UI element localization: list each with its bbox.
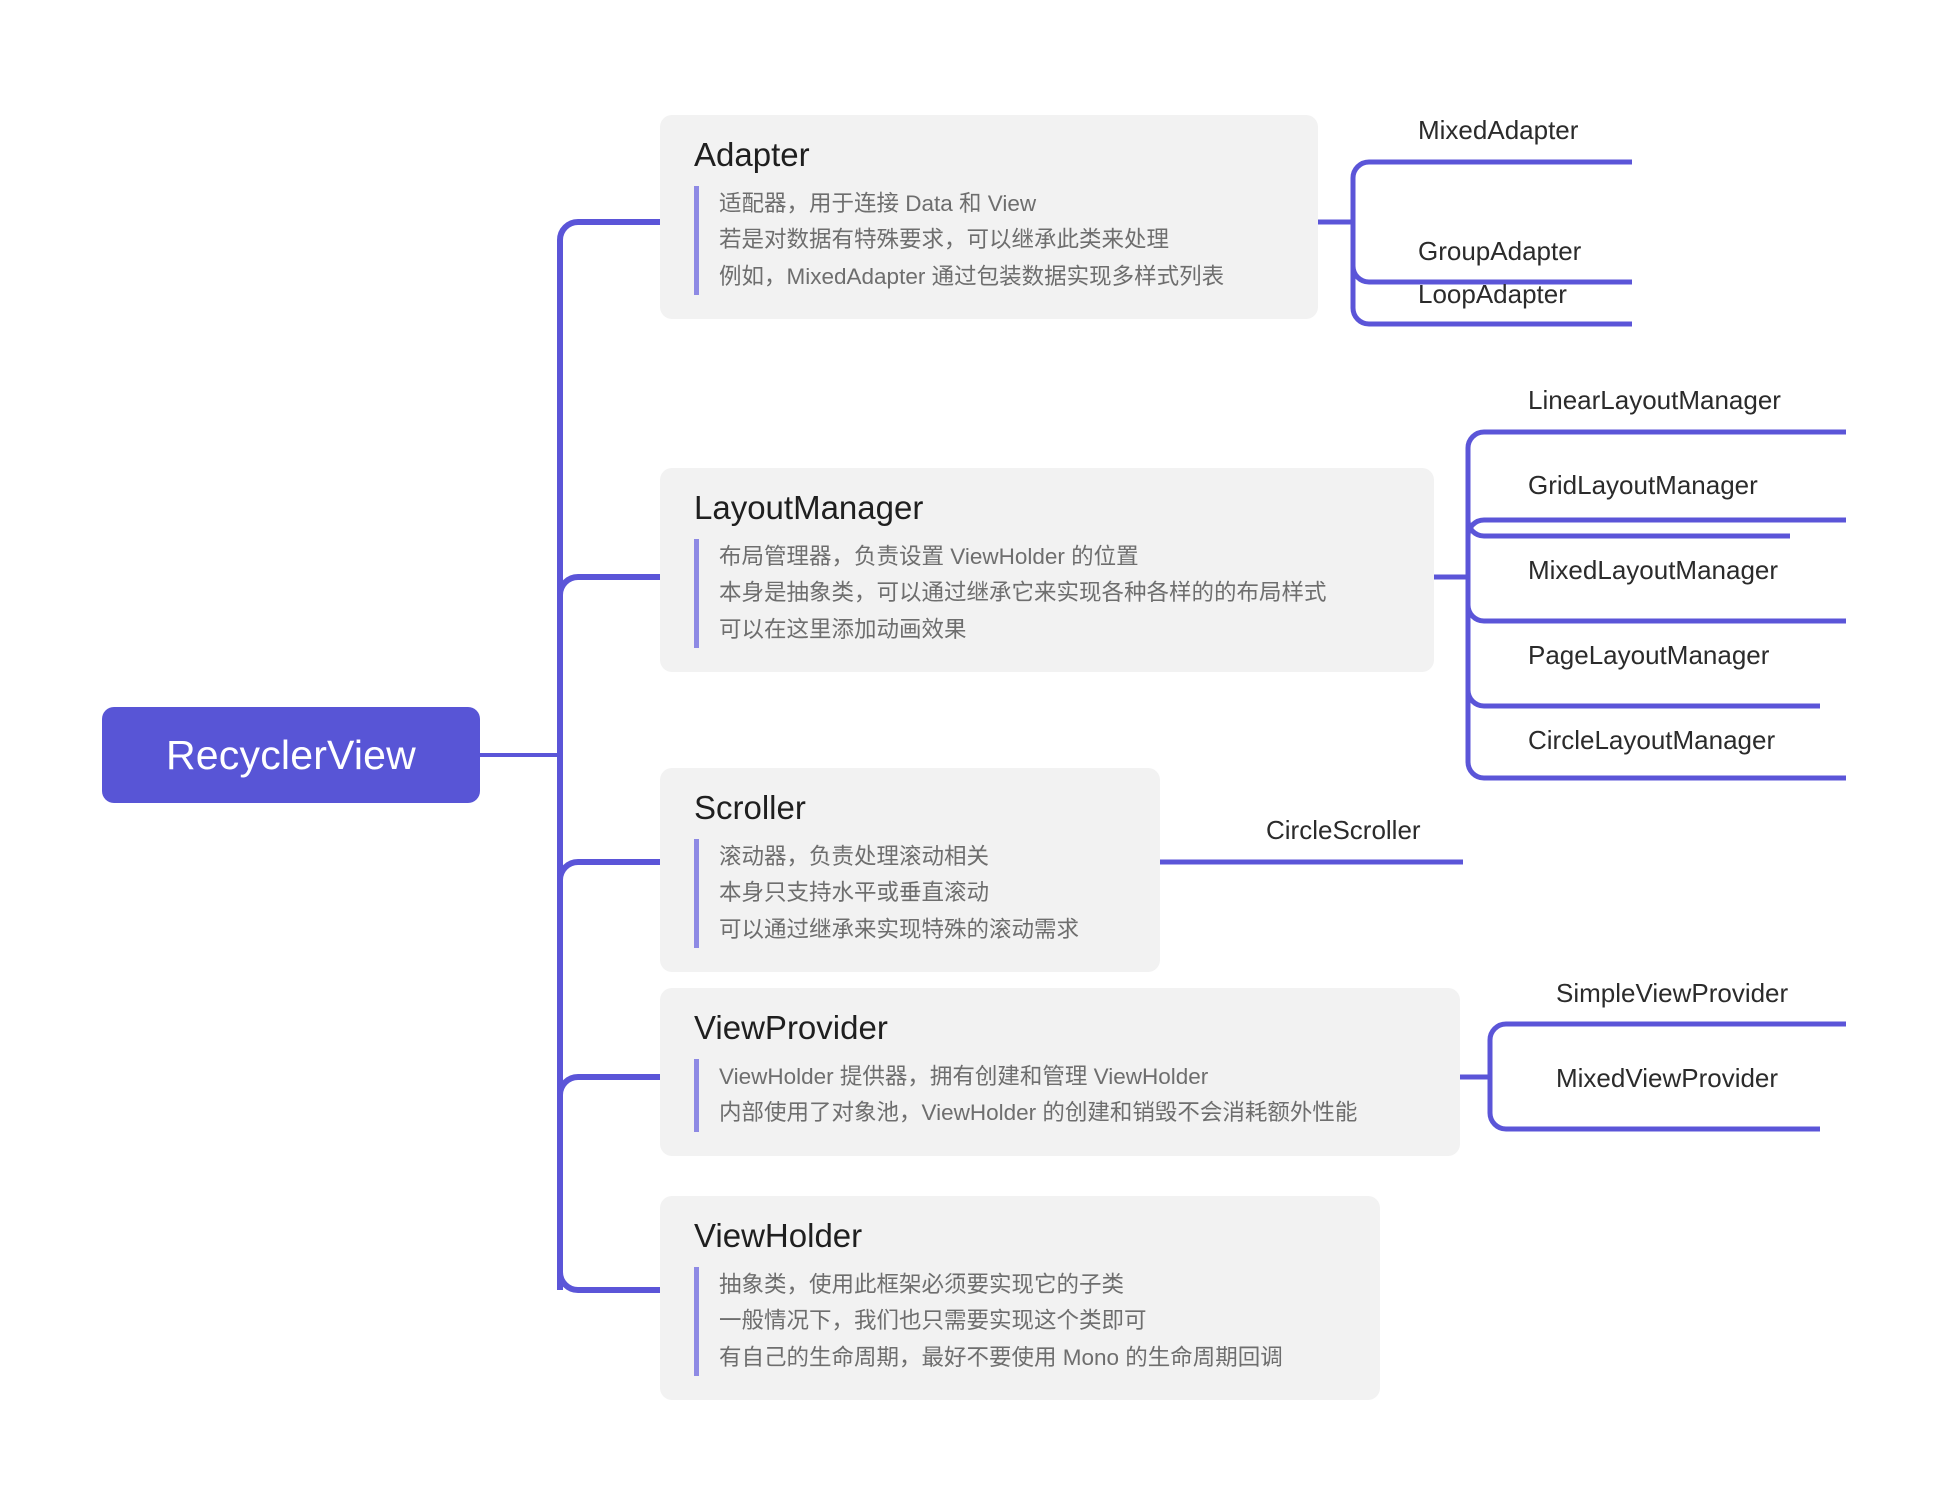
description-line: 本身只支持水平或垂直滚动 (719, 880, 990, 906)
connector-adapter-child-1 (1350, 159, 1632, 179)
leaf-node-groupadapter[interactable]: GroupAdapter (1418, 236, 1582, 266)
description-line: 抽象类，使用此框架必须要实现它的子类 (719, 1271, 1125, 1297)
root-node[interactable]: RecyclerView (102, 707, 480, 803)
description-line: 若是对数据有特殊要求，可以继承此类来处理 (719, 227, 1170, 253)
connector-layoutmanager-child-3 (1465, 517, 1846, 537)
node-card-adapter[interactable]: Adapter 适配器，用于连接 Data 和 View 若是对数据有特殊要求，… (660, 115, 1318, 320)
leaf-node-mixedadapter[interactable]: MixedAdapter (1418, 115, 1579, 145)
node-title-viewholder: ViewHolder (694, 1217, 863, 1254)
description-line: 本身是抽象类，可以通过继承它来实现各种各样的的布局样式 (719, 580, 1327, 606)
leaf-node-mixedviewprovider[interactable]: MixedViewProvider (1556, 1063, 1779, 1093)
description-line: 内部使用了对象池，ViewHolder 的创建和销毁不会消耗额外性能 (719, 1100, 1358, 1126)
node-card-viewholder[interactable]: ViewHolder 抽象类，使用此框架必须要实现它的子类 一般情况下，我们也只… (660, 1196, 1380, 1401)
node-title-adapter: Adapter (694, 136, 810, 173)
node-description-viewprovider: ViewHolder 提供器，拥有创建和管理 ViewHolder 内部使用了对… (694, 1058, 1430, 1132)
connector-layoutmanager-child-4 (1465, 604, 1846, 624)
connector-layoutmanager-child-1 (1465, 429, 1846, 449)
connector-adapter-child-3 (1350, 307, 1632, 327)
connector-layoutmanager-child-6 (1465, 761, 1846, 781)
node-title-layoutmanager: LayoutManager (694, 489, 924, 526)
description-line: ViewHolder 提供器，拥有创建和管理 ViewHolder (719, 1063, 1209, 1089)
root-node-label: RecyclerView (165, 731, 416, 778)
leaf-node-loopadapter[interactable]: LoopAdapter (1418, 279, 1567, 309)
leaf-node-gridlayoutmanager[interactable]: GridLayoutManager (1528, 470, 1758, 500)
description-line: 滚动器，负责处理滚动相关 (719, 843, 990, 869)
node-description-scroller: 滚动器，负责处理滚动相关 本身只支持水平或垂直滚动 可以通过继承来实现特殊的滚动… (694, 838, 1130, 949)
node-description-adapter: 适配器，用于连接 Data 和 View 若是对数据有特殊要求，可以继承此类来处… (694, 185, 1288, 296)
leaf-node-simpleviewprovider[interactable]: SimpleViewProvider (1556, 978, 1789, 1008)
node-card-scroller[interactable]: Scroller 滚动器，负责处理滚动相关 本身只支持水平或垂直滚动 可以通过继… (660, 768, 1160, 973)
node-description-layoutmanager: 布局管理器，负责设置 ViewHolder 的位置 本身是抽象类，可以通过继承它… (694, 538, 1404, 649)
connector-viewprovider-child-2 (1487, 1112, 1820, 1132)
node-card-viewprovider[interactable]: ViewProvider ViewHolder 提供器，拥有创建和管理 View… (660, 988, 1460, 1156)
description-line: 一般情况下，我们也只需要实现这个类即可 (719, 1308, 1147, 1334)
leaf-node-pagelayoutmanager[interactable]: PageLayoutManager (1528, 640, 1770, 670)
description-line: 可以通过继承来实现特殊的滚动需求 (719, 916, 1080, 942)
leaf-node-circlelayoutmanager[interactable]: CircleLayoutManager (1528, 725, 1776, 755)
description-line: 例如，MixedAdapter 通过包装数据实现多样式列表 (719, 263, 1225, 289)
node-title-viewprovider: ViewProvider (694, 1009, 888, 1046)
description-line: 布局管理器，负责设置 ViewHolder 的位置 (719, 543, 1139, 569)
description-line: 有自己的生命周期，最好不要使用 Mono 的生命周期回调 (719, 1344, 1283, 1370)
description-line: 可以在这里添加动画效果 (719, 616, 967, 642)
connector-layoutmanager-child-2 (1465, 519, 1790, 539)
node-title-scroller: Scroller (694, 789, 806, 826)
connector-viewprovider-child-1 (1487, 1021, 1846, 1041)
leaf-node-linearlayoutmanager[interactable]: LinearLayoutManager (1528, 385, 1781, 415)
node-description-viewholder: 抽象类，使用此框架必须要实现它的子类 一般情况下，我们也只需要实现这个类即可 有… (694, 1266, 1350, 1377)
connector-layoutmanager-child-5 (1465, 689, 1820, 709)
node-card-layoutmanager[interactable]: LayoutManager 布局管理器，负责设置 ViewHolder 的位置 … (660, 468, 1434, 673)
leaf-node-circlescroller[interactable]: CircleScroller (1266, 815, 1421, 845)
description-line: 适配器，用于连接 Data 和 View (719, 190, 1037, 216)
leaf-node-mixedlayoutmanager[interactable]: MixedLayoutManager (1528, 555, 1779, 585)
